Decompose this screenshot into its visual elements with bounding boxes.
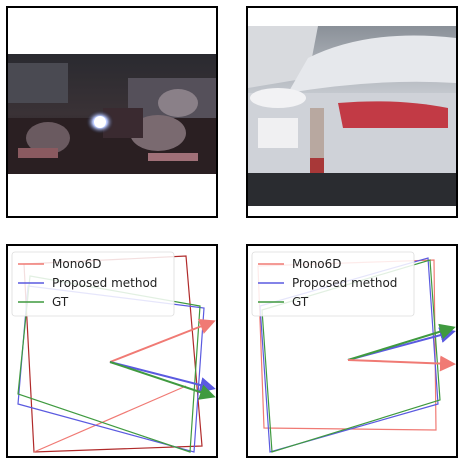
photo-panel-street	[6, 6, 218, 218]
legend-label-gt: GT	[292, 295, 309, 309]
legend-label-gt: GT	[52, 295, 69, 309]
proposed-arrow	[109, 361, 216, 393]
legend-label-mono6d: Mono6D	[52, 257, 102, 271]
mono6d-edge-light	[33, 385, 187, 453]
legend-label-proposed: Proposed method	[292, 276, 397, 290]
bbox-diagram-right: Mono6D Proposed method GT	[246, 244, 458, 458]
legend: Mono6D Proposed method GT	[251, 251, 415, 317]
mono6d-arrow	[109, 318, 216, 363]
bbox-plot-right: Mono6D Proposed method GT	[251, 251, 456, 453]
car-photo	[248, 26, 456, 206]
photo-panel-car	[246, 6, 458, 218]
gt-arrow	[109, 361, 216, 400]
bbox-diagram-left: Mono6D Proposed method GT	[6, 244, 218, 458]
mono6d-arrow	[347, 355, 456, 372]
legend: Mono6D Proposed method GT	[11, 251, 175, 317]
street-photo	[8, 54, 216, 174]
legend-label-proposed: Proposed method	[52, 276, 157, 290]
bbox-plot-left: Mono6D Proposed method GT	[11, 251, 216, 453]
gt-arrow	[347, 323, 456, 361]
legend-label-mono6d: Mono6D	[292, 257, 342, 271]
